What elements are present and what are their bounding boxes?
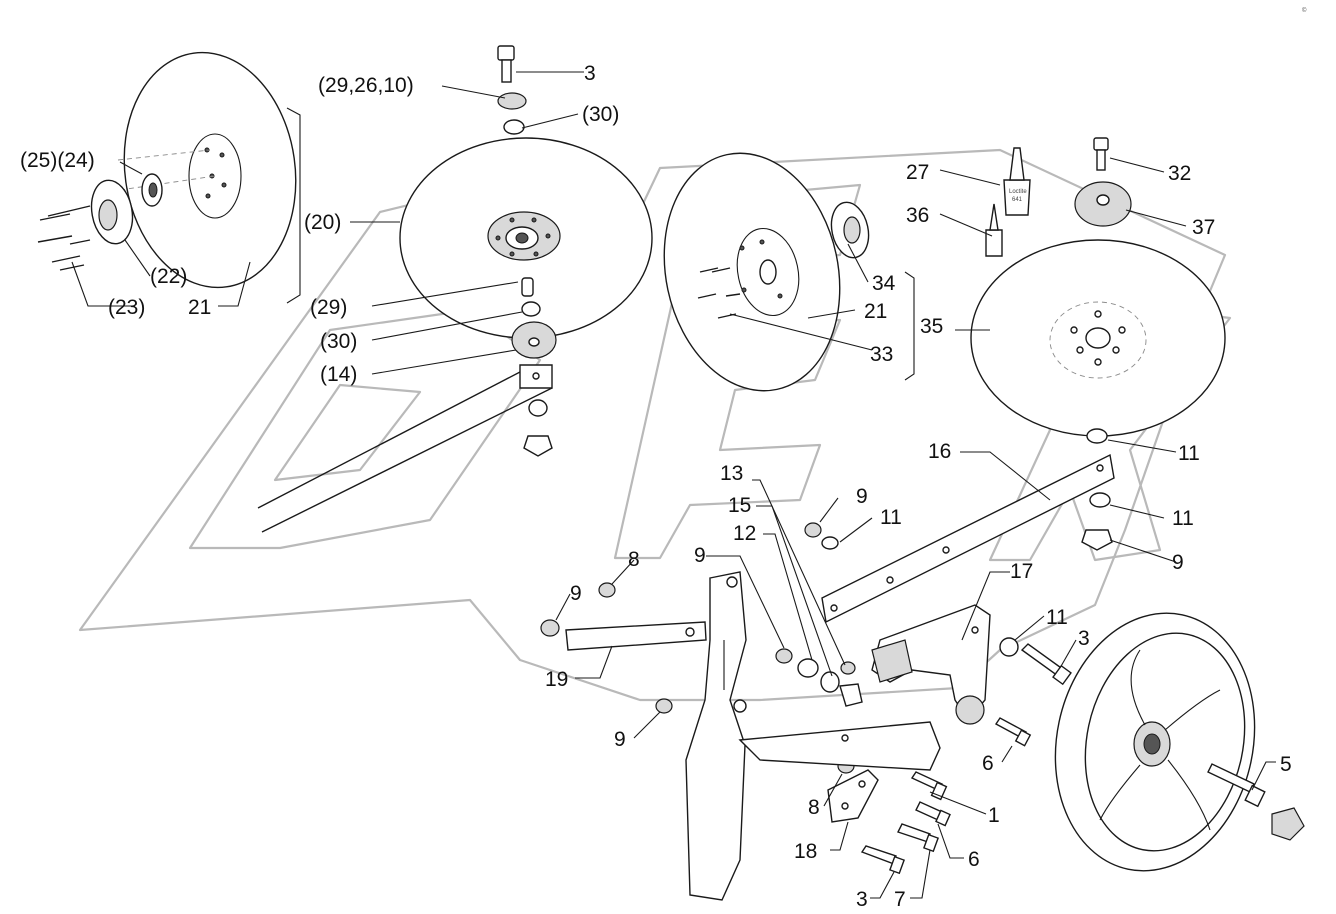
label-9-mid: 9 [694, 544, 706, 567]
label-16: 16 [928, 440, 951, 463]
loctite-label-1: Loctite [1009, 189, 1027, 195]
label-13: 13 [720, 462, 743, 485]
label-37: 37 [1192, 216, 1215, 239]
label-36: 36 [906, 204, 929, 227]
label-27: 27 [906, 161, 929, 184]
label-11-beam: 11 [1172, 507, 1194, 530]
label-22: (22) [150, 265, 187, 288]
label-11-upper: 11 [880, 506, 902, 529]
label-29-26-10: (29,26,10) [318, 74, 414, 97]
label-34: 34 [872, 272, 896, 295]
left-bearing-hub [90, 173, 163, 245]
label-3-top: 3 [584, 62, 596, 85]
center-bolt-stack [497, 45, 557, 457]
axle-bolt-5 [1207, 763, 1305, 841]
label-6-lower: 6 [968, 848, 980, 871]
label-3-right: 3 [1078, 627, 1090, 650]
center-coulter-disc [399, 137, 653, 339]
left-hub-bolts [37, 205, 91, 271]
label-14: (14) [320, 363, 357, 386]
label-5: 5 [1280, 753, 1292, 776]
frame-vertical-arm [685, 571, 747, 901]
plate-18 [827, 769, 879, 823]
label-32: 32 [1168, 162, 1191, 185]
label-33: 33 [870, 343, 893, 366]
assembled-disc-35 [970, 239, 1226, 437]
label-23: (23) [108, 296, 145, 319]
label-21-right: 21 [864, 300, 887, 323]
bolts-lower [860, 637, 1072, 875]
cap-and-bolt-37-32 [1074, 137, 1132, 227]
spacers-and-nuts-center [540, 522, 863, 774]
label-3-lower: 3 [856, 888, 868, 911]
label-8-upper: 8 [628, 548, 640, 571]
label-8-lower: 8 [808, 796, 820, 819]
label-6-right: 6 [982, 752, 994, 775]
label-7: 7 [894, 888, 906, 911]
label-19: 19 [545, 668, 568, 691]
label-9-lower: 9 [614, 728, 626, 751]
label-35: 35 [920, 315, 943, 338]
part-number-labels: 3 (29,26,10) (30) (25)(24) (20) (22) (23… [20, 62, 1292, 911]
center-scraper-arm [257, 364, 553, 533]
label-9-nut: 9 [1172, 551, 1184, 574]
label-30: (30) [320, 330, 357, 353]
beam-16 [821, 453, 1115, 624]
label-21-left: 21 [188, 296, 211, 319]
label-9-left: 9 [570, 582, 582, 605]
label-15: 15 [728, 494, 751, 517]
label-11-disc: 11 [1178, 442, 1200, 465]
loctite-label-2: 641 [1012, 197, 1023, 203]
bracket-17 [871, 604, 991, 725]
bracket-19 [565, 621, 707, 651]
washers-and-nuts-right [1081, 428, 1113, 551]
right-bearing-hub [830, 201, 870, 259]
label-11-bracket: 11 [1046, 606, 1068, 629]
label-9-upper: 9 [856, 485, 868, 508]
label-18: 18 [794, 840, 817, 863]
label-29: (29) [310, 296, 347, 319]
label-12: 12 [733, 522, 756, 545]
loctite-bottles: Loctite 641 [985, 147, 1031, 257]
label-17: 17 [1010, 560, 1033, 583]
label-25-24: (25)(24) [20, 149, 95, 172]
gauge-wheel [1054, 612, 1256, 872]
label-30-top: (30) [582, 103, 619, 126]
leader-lines [71, 71, 1276, 899]
right-coulter-disc [663, 152, 841, 392]
label-1: 1 [988, 804, 1000, 827]
frame-lower-bar [738, 721, 941, 771]
left-coulter-disc [117, 51, 297, 289]
corner-mark: © [1302, 7, 1307, 14]
label-20: (20) [304, 211, 341, 234]
